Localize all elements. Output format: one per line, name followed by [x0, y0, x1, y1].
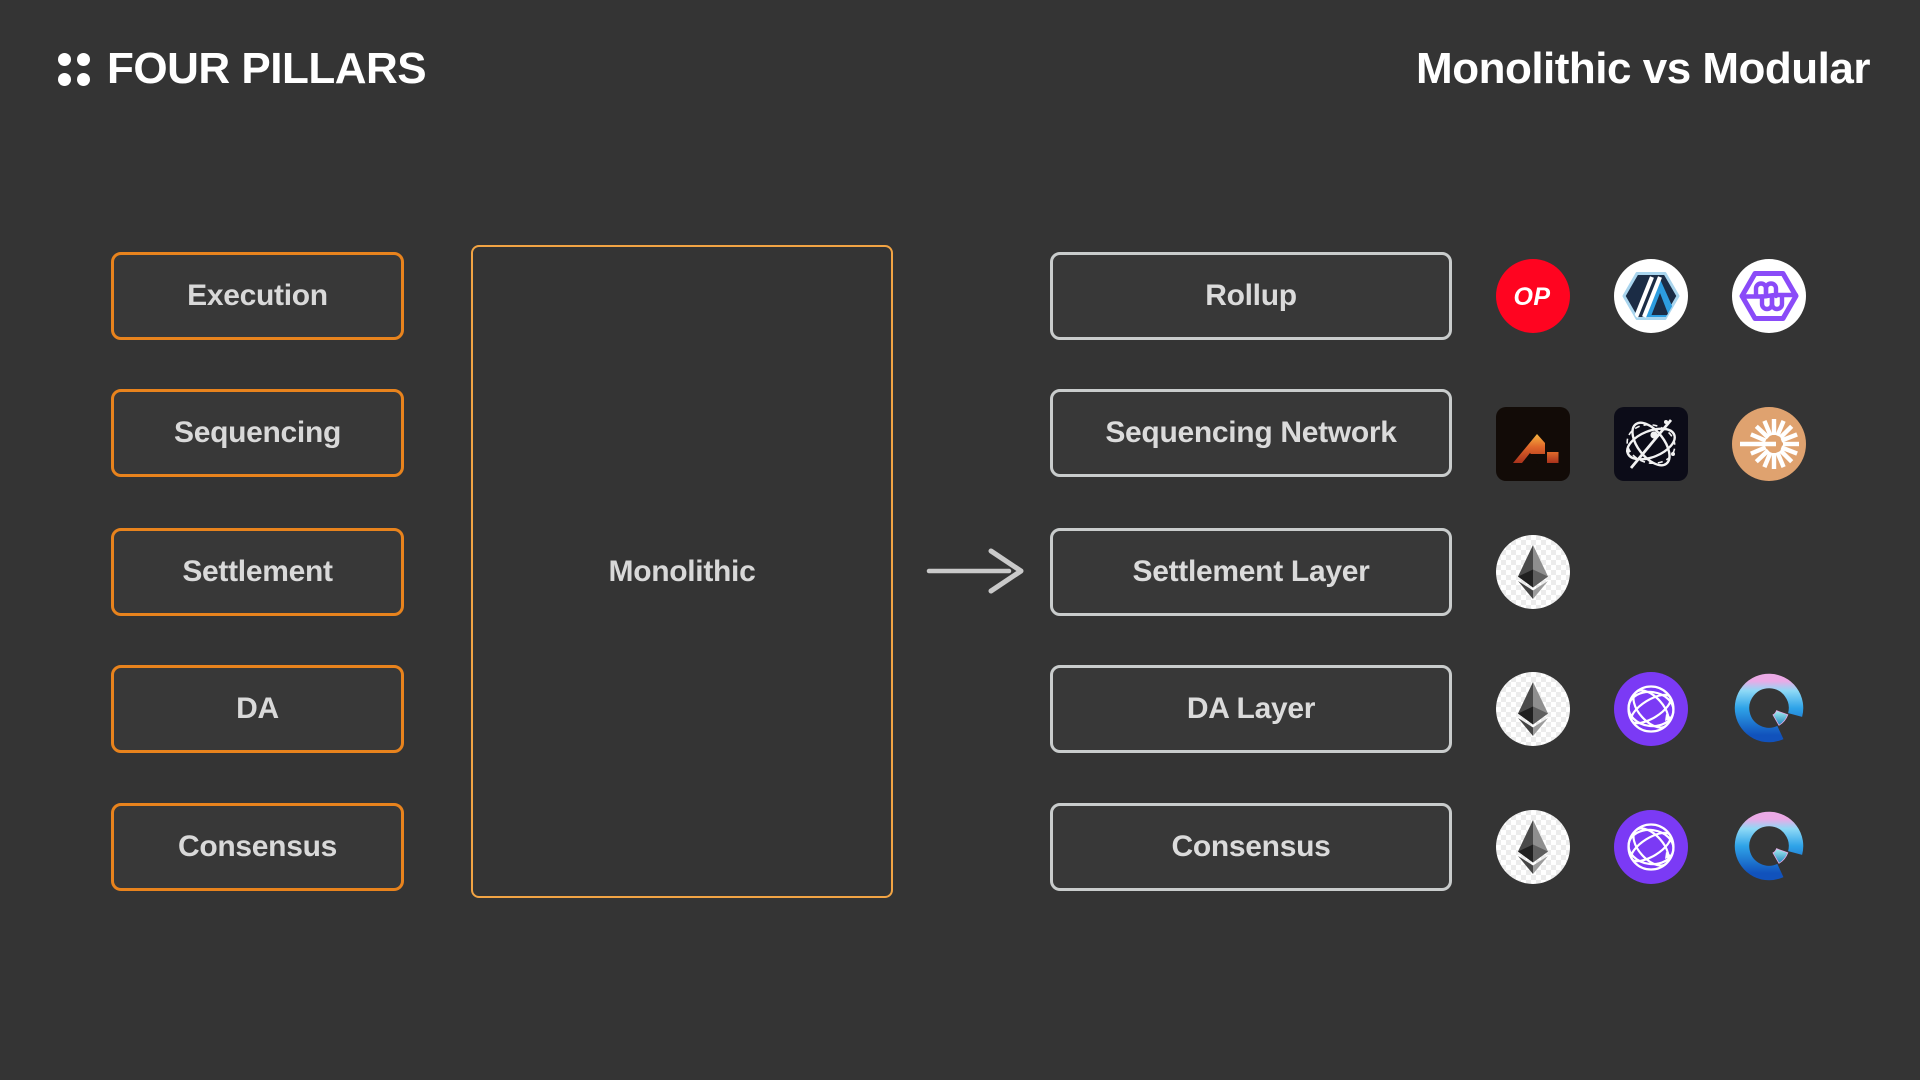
- modular-box-rollup: Rollup: [1050, 252, 1452, 340]
- astria-icon: [1496, 407, 1570, 481]
- arrow-right-icon: [925, 546, 1029, 596]
- modular-label: Consensus: [1171, 830, 1331, 863]
- monolithic-box: Monolithic: [471, 245, 893, 898]
- modular-label: Rollup: [1205, 279, 1297, 312]
- consensus-icons: [1496, 810, 1806, 884]
- pillar-label: Settlement: [182, 555, 333, 588]
- pillar-box-consensus: Consensus: [111, 803, 404, 891]
- pillar-label: Sequencing: [173, 416, 342, 449]
- pillar-label: Execution: [187, 279, 328, 312]
- ethereum-icon: [1496, 535, 1570, 609]
- ethereum-icon: [1496, 672, 1570, 746]
- ethereum-icon: [1496, 810, 1570, 884]
- blue-ring-icon: [1732, 810, 1806, 884]
- da-layer-icons: [1496, 672, 1806, 746]
- pillar-label: DA: [236, 692, 279, 725]
- modular-box-da-layer: DA Layer: [1050, 665, 1452, 753]
- monolithic-label: Monolithic: [608, 554, 756, 588]
- modular-label: Settlement Layer: [1132, 555, 1370, 588]
- rollup-icons: [1496, 259, 1806, 333]
- orbit-network-icon: [1614, 407, 1688, 481]
- page-title: Monolithic vs Modular: [1416, 44, 1870, 93]
- blue-ring-icon: [1732, 672, 1806, 746]
- four-dots-icon: [58, 52, 90, 86]
- wireframe-sphere-icon: [1614, 672, 1688, 746]
- settlement-layer-icons: [1496, 535, 1570, 609]
- purple-hexagon-icon: [1732, 259, 1806, 333]
- arbitrum-icon: [1614, 259, 1688, 333]
- modular-label: DA Layer: [1186, 692, 1316, 725]
- pillar-box-da: DA: [111, 665, 404, 753]
- pillar-box-sequencing: Sequencing: [111, 389, 404, 477]
- wireframe-sphere-icon: [1614, 810, 1688, 884]
- modular-box-settlement-layer: Settlement Layer: [1050, 528, 1452, 616]
- modular-box-sequencing-network: Sequencing Network: [1050, 389, 1452, 477]
- four-pillars-logo: FOUR PILLARS: [58, 44, 427, 94]
- sequencing-network-icons: [1496, 407, 1806, 481]
- pillar-label: Consensus: [177, 830, 337, 863]
- pillar-box-settlement: Settlement: [111, 528, 404, 616]
- espresso-icon: [1732, 407, 1806, 481]
- modular-box-consensus: Consensus: [1050, 803, 1452, 891]
- logo-text: FOUR PILLARS: [107, 44, 427, 93]
- pillar-box-execution: Execution: [111, 252, 404, 340]
- modular-label: Sequencing Network: [1105, 416, 1397, 449]
- optimism-icon: [1496, 259, 1570, 333]
